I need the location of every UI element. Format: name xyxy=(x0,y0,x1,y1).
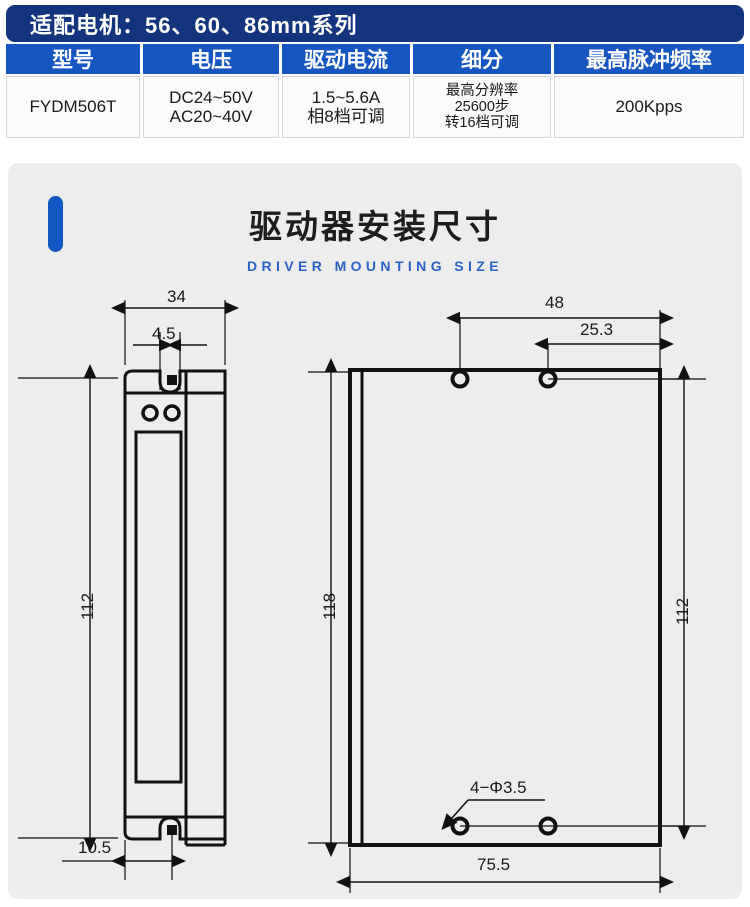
spec-column-model: 型号 FYDM506T xyxy=(6,44,140,138)
spec-value: 相8档可调 xyxy=(307,107,385,126)
spec-value: 25600步 xyxy=(454,98,510,115)
side-dim-width-label: 34 xyxy=(167,287,186,306)
side-led-1-icon xyxy=(141,404,159,422)
spec-header-pulse-frequency: 最高脉冲频率 xyxy=(554,44,744,74)
spec-title-bar: 适配电机：56、60、86mm系列 xyxy=(6,5,744,42)
drawing-panel xyxy=(8,163,742,899)
spec-title-text: 适配电机：56、60、86mm系列 xyxy=(30,12,358,38)
side-dim-notch-label: 4.5 xyxy=(152,324,176,343)
spec-cell-voltage: DC24~50V AC20~40V xyxy=(143,76,279,138)
side-dim-offset-label: 10.5 xyxy=(78,838,112,857)
front-body-outline xyxy=(348,368,662,847)
spec-header-current: 驱动电流 xyxy=(282,44,410,74)
spec-value: FYDM506T xyxy=(29,97,117,117)
front-dim-112-label: 112 xyxy=(673,597,692,625)
spec-header-model: 型号 xyxy=(6,44,140,74)
spec-cell-microstep: 最高分辨率 25600步 转16档可调 xyxy=(413,76,551,138)
spec-cell-model: FYDM506T xyxy=(6,76,140,138)
side-led-2-icon xyxy=(163,404,181,422)
spec-value: 最高分辨率 xyxy=(445,82,519,99)
spec-table: 型号 FYDM506T 电压 DC24~50V AC20~40V 驱动电流 1.… xyxy=(6,44,744,138)
spec-value: 200Kpps xyxy=(615,97,683,117)
spec-value: 转16档可调 xyxy=(444,115,520,132)
spec-header-voltage: 电压 xyxy=(143,44,279,74)
spec-header-microstep: 细分 xyxy=(413,44,551,74)
spec-column-pulse-frequency: 最高脉冲频率 200Kpps xyxy=(554,44,744,138)
front-dim-755-label: 75.5 xyxy=(477,855,511,874)
spec-column-current: 驱动电流 1.5~5.6A 相8档可调 xyxy=(282,44,410,138)
side-inner-panel xyxy=(134,430,183,784)
spec-value: 1.5~5.6A xyxy=(311,87,381,107)
front-hole-note-label: 4−Φ3.5 xyxy=(470,778,527,797)
spec-column-voltage: 电压 DC24~50V AC20~40V xyxy=(143,44,279,138)
section-accent-bar xyxy=(48,196,63,252)
front-hole-top-left xyxy=(450,369,470,389)
front-hole-note-leader xyxy=(441,799,469,830)
side-dim-height-label: 112 xyxy=(78,592,97,620)
spec-table-block: 适配电机：56、60、86mm系列 型号 FYDM506T 电压 DC24~50… xyxy=(0,0,750,138)
section-title-en: DRIVER MOUNTING SIZE xyxy=(246,258,503,274)
spec-column-microstep: 细分 最高分辨率 25600步 转16档可调 xyxy=(413,44,551,138)
side-body-outline xyxy=(123,391,227,819)
spec-value: AC20~40V xyxy=(169,107,253,126)
spec-value: DC24~50V xyxy=(169,87,253,107)
side-top-screw xyxy=(167,375,177,385)
front-dim-118-label: 118 xyxy=(320,592,339,620)
front-dim-48-label: 48 xyxy=(545,293,564,312)
section-title-cn: 驱动器安装尺寸 xyxy=(249,208,501,245)
spec-cell-pulse-frequency: 200Kpps xyxy=(554,76,744,138)
side-bottom-bracket xyxy=(123,815,227,841)
spec-cell-current: 1.5~5.6A 相8档可调 xyxy=(282,76,410,138)
front-dim-253-label: 25.3 xyxy=(580,320,614,339)
